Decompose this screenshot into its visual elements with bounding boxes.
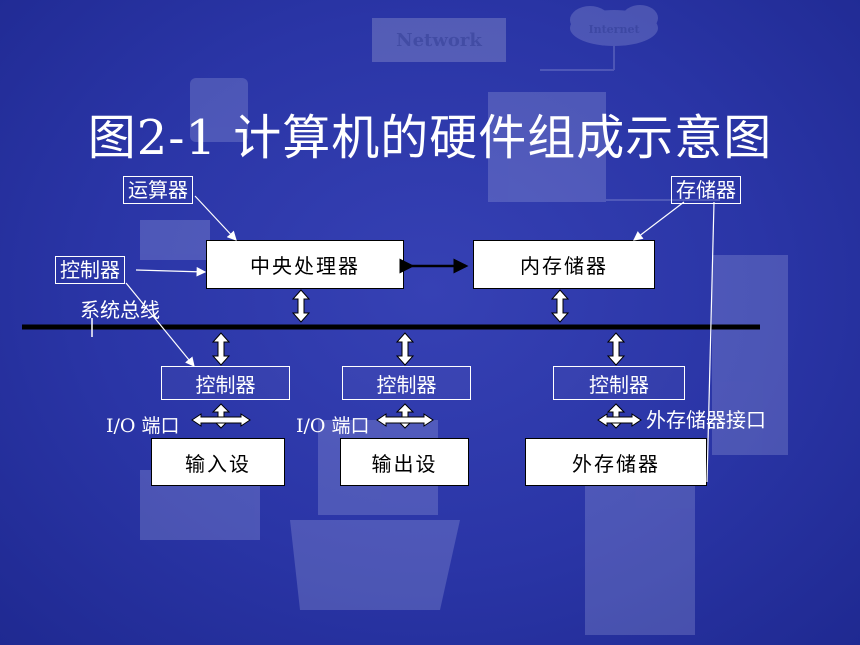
server-icon xyxy=(488,92,606,202)
controller-box-storage: 控制器 xyxy=(553,366,685,400)
pda-device-icon xyxy=(190,78,248,142)
network-sign-icon xyxy=(372,18,506,62)
memory-box: 内存储器 xyxy=(473,240,655,289)
io-port-label-output: I/O 端口 xyxy=(296,415,370,437)
printer-icon xyxy=(140,220,210,260)
laptop-base-icon xyxy=(290,520,460,610)
system-bus-label: 系统总线 xyxy=(80,298,160,322)
internet-cloud-icon xyxy=(570,10,658,46)
controller-box-output: 控制器 xyxy=(342,366,471,400)
network-label: Network xyxy=(396,30,482,51)
io-port-label-input: I/O 端口 xyxy=(106,415,180,437)
tower-pc-icon xyxy=(712,255,788,455)
storage-label: 存储器 xyxy=(671,176,741,204)
cpu-box: 中央处理器 xyxy=(206,240,404,289)
output-device-box: 输出设 xyxy=(340,438,469,486)
controller-label: 控制器 xyxy=(55,256,125,284)
input-device-box: 输入设 xyxy=(151,438,285,486)
controller-box-input: 控制器 xyxy=(161,366,290,400)
slide-title: 图2-1 计算机的硬件组成示意图 xyxy=(87,110,773,166)
external-storage-port-label: 外存储器接口 xyxy=(646,408,766,432)
internet-label: Internet xyxy=(588,23,640,36)
alu-label: 运算器 xyxy=(123,176,193,204)
external-storage-box: 外存储器 xyxy=(525,438,707,486)
